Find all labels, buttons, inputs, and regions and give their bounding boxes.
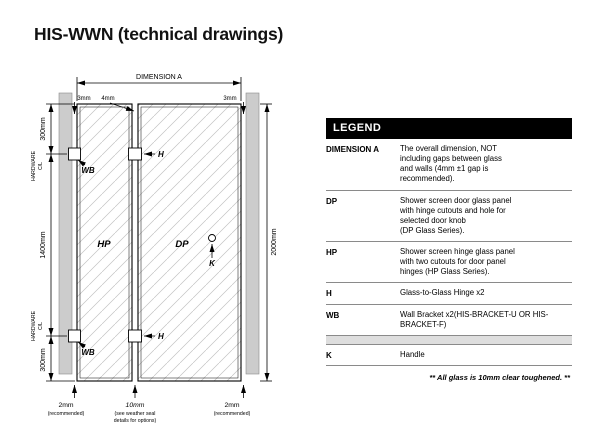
page-title: HIS-WWN (technical drawings) (34, 24, 284, 44)
bracket-label-top: WB (81, 166, 95, 175)
dp-glass-inner (140, 106, 239, 379)
hinge-bottom (128, 329, 142, 343)
bottom-right-value: 2mm (224, 402, 239, 409)
legend-row-dp: DP Shower screen door glass panel with h… (326, 190, 572, 242)
door-knob: K (208, 234, 216, 268)
bottom-center-note-2: details for options) (114, 418, 157, 424)
dimension-a: DIMENSION A (76, 74, 242, 101)
dimension-a-label: DIMENSION A (136, 74, 182, 81)
legend-row-hp: HP Shower screen hinge glass panel with … (326, 242, 572, 284)
gap-middle-label: 4mm (101, 96, 114, 102)
dp-glass (137, 103, 242, 382)
hp-glass-inner (79, 106, 130, 379)
cl-hardware-top-1: C/L (38, 162, 44, 170)
legend-desc-wb: Wall Bracket x2(HIS-BRACKET-U OR HIS-BRA… (400, 309, 549, 329)
hinge-top (128, 147, 142, 161)
bottom-right-note: (recommended) (214, 411, 251, 417)
knob-label: K (209, 259, 216, 268)
glass-hinges: H H (128, 147, 164, 343)
wall-right (245, 92, 260, 375)
knob-circle (208, 234, 216, 242)
legend-spacer (326, 335, 572, 345)
legend-panel: LEGEND DIMENSION A The overall dimension… (326, 118, 572, 382)
legend-desc-dp: Shower screen door glass panel with hing… (400, 195, 512, 235)
right-dimension: 2000mm (260, 103, 278, 382)
hinge-label-bottom: H (158, 332, 164, 341)
legend-desc-dimension-a: The overall dimension, NOT including gap… (400, 144, 502, 184)
hinge-label-top: H (158, 150, 164, 159)
bottom-dimensions: 2mm (recommended) 10mm (see weather seal… (48, 385, 251, 424)
legend-key-dp: DP (326, 196, 338, 206)
wall-left (58, 92, 73, 375)
bottom-center-note-1: (see weather seal (115, 411, 156, 417)
door-panel-dp: DP (137, 103, 242, 382)
legend-key-k: K (326, 350, 332, 360)
bottom-left-note: (recommended) (48, 411, 85, 417)
hp-label: HP (97, 239, 111, 250)
legend-key-hp: HP (326, 248, 338, 257)
cl-hardware-bottom-1: C/L (38, 322, 44, 330)
dim-middle-label: 1400mm (40, 231, 47, 258)
hinge-panel-hp: HP (76, 103, 133, 382)
cl-hardware-bottom-2: HARDWARE (31, 310, 37, 341)
bracket-label-bottom: WB (81, 348, 95, 357)
legend-key-wb: WB (326, 310, 340, 320)
overall-height-label: 2000mm (271, 228, 278, 255)
dim-bottom-label: 300mm (40, 348, 47, 372)
bracket-top (68, 147, 81, 161)
legend-row-dimension-a: DIMENSION A The overall dimension, NOT i… (326, 139, 572, 191)
legend-key-dimension-a: DIMENSION A (326, 145, 380, 154)
legend-desc-h: Glass-to-Glass Hinge x2 (400, 288, 485, 298)
cl-hardware-top-2: HARDWARE (31, 150, 37, 181)
dim-top-label: 300mm (40, 117, 47, 141)
hp-glass (76, 103, 133, 382)
legend-row-wb: WB Wall Bracket x2(HIS-BRACKET-U OR HIS-… (326, 304, 572, 336)
legend-desc-hp: Shower screen hinge glass panel with two… (400, 247, 515, 277)
gap-right-label: 3mm (223, 96, 236, 102)
bottom-left-value: 2mm (58, 402, 73, 409)
gap-left-label: 3mm (77, 96, 90, 102)
legend-desc-k: Handle (400, 349, 425, 359)
legend-key-h: H (326, 289, 332, 299)
legend-row-h: H Glass-to-Glass Hinge x2 (326, 283, 572, 305)
left-dimensions: 300mm C/L HARDWARE 1400mm C/L HARDWARE 3… (31, 103, 75, 382)
technical-drawing: DIMENSION A 3mm 4mm 3mm HP DP (24, 64, 324, 429)
bracket-bottom (68, 329, 81, 343)
wall-brackets: WB WB (68, 147, 95, 357)
legend-title: LEGEND (326, 118, 572, 139)
bottom-center-value: 10mm (126, 402, 145, 409)
legend-footnote: ** All glass is 10mm clear toughened. ** (429, 372, 570, 382)
shower-screen-drawing: DIMENSION A 3mm 4mm 3mm HP DP (31, 74, 278, 424)
dp-label: DP (175, 239, 189, 250)
legend-row-k: K Handle (326, 344, 572, 366)
